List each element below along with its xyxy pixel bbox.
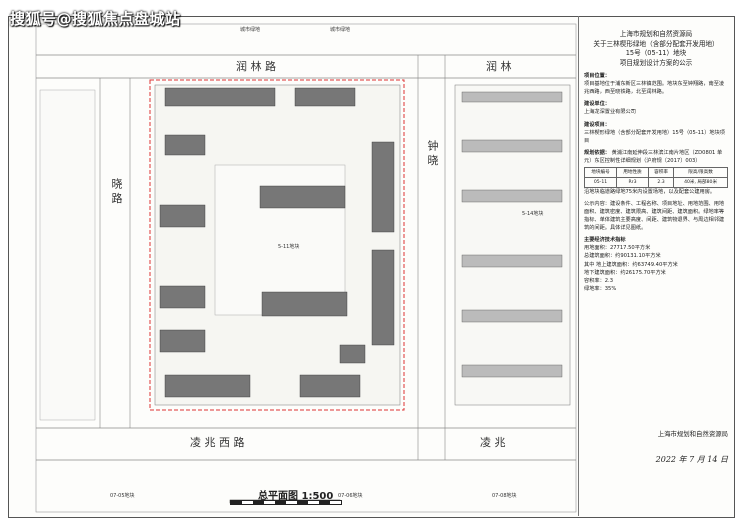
builder-section: 建设单位： 上海龙深置业有限公司 [584,100,728,116]
header-line-3: 15号（05-11）地块 [625,49,687,58]
panel-divider [578,16,579,516]
scale-bar [230,500,342,505]
location-label: 项目位置： [584,73,610,80]
publicity-text: 公示内容：建设条件、工程名称、项目地址、用地范围、用地面积、建筑密度、建筑限高、… [584,201,725,232]
planning-text: 黄浦江南延伸段三林滨江南片地区（ZD0801 单元）东区控制性详细规划（沪府规〔… [584,149,723,164]
table-header: 限高/限高数 [673,166,728,178]
table-cell: 05-11 [584,176,617,189]
project-text: 三林楔形绿地（含部分配套开发用地）15号（05-11）地块项目 [584,129,725,144]
note-text: 沿地块临道路绿地75米内设置场地，以及配套公建用房。 [584,189,716,196]
road-east-label: 钟 晓 [426,140,439,166]
drawing-title: 总平面图 1:500 [258,491,334,502]
footer-org: 上海市规划和自然资源局 [657,430,728,438]
footer-date: 2022 年 7 月 14 日 [655,454,728,464]
indicator-item: 用地面积：27717.50平方米 [584,245,651,252]
site-boundary [149,79,405,411]
indicator-item: 总建筑面积：约90131.10平方米 [584,253,661,260]
project-label: 建设项目： [584,121,610,128]
table-header: 地块编号 [584,166,617,178]
buildings [159,87,395,398]
indicator-item: 其中 地上建筑面积：约63749.40平方米 [584,261,678,268]
indicators-section: 主要经济技术指标 用地面积：27717.50平方米 总建筑面积：约90131.1… [584,236,728,292]
plot-south-2-label: 07-06地块 [338,493,363,499]
indicators-label: 主要经济技术指标 [584,237,626,244]
header-line-2: 关于三林楔形绿地（含部分配套开发用地） [593,39,719,48]
table-cell: 2.3 [647,176,675,189]
plot-table: 地块编号 用地性质 容积率 限高/限高数 05-11 Rr3 2.3 40米, … [584,166,728,189]
planning-label: 规划依据： [584,149,610,156]
panel-footer: 上海市规划和自然资源局 2022 年 7 月 14 日 [584,430,728,466]
header-line-1: 上海市规划和自然资源局 [619,30,693,38]
table-cell: Rr3 [616,176,649,189]
builder-text: 上海龙深置业有限公司 [584,109,636,116]
location-text: 项目基地位于浦东新区三林镇范围。地块东至钟翔路，南至凌兆西路，西至晓铁路，北至润… [584,81,725,96]
indicator-item: 绿地率：35% [584,285,617,292]
plot-east-label: 5-14地块 [522,211,544,217]
road-west-label: 晓 路 [110,178,123,204]
table-header: 容积率 [647,166,675,178]
road-south-label: 凌 兆 西 路 [190,436,245,449]
location-section: 项目位置： 项目基地位于浦东新区三林镇范围。地块东至钟翔路，南至凌兆西路，西至晓… [584,72,728,96]
plot-south-1-label: 07-05地块 [110,493,135,499]
notice-panel: 上海市规划和自然资源局 关于三林楔形绿地（含部分配套开发用地） 15号（05-1… [584,30,728,464]
planning-section: 规划依据： 黄浦江南延伸段三林滨江南片地区（ZD0801 单元）东区控制性详细规… [584,149,728,196]
header-line-4: 项目规划设计方案的公示 [619,58,693,67]
table-cell: 40米, 局部80米 [673,176,728,189]
table-header: 用地性质 [616,166,649,178]
watermark: 搜狐号@搜狐焦点盘城站 [10,10,181,28]
plot-south-3-label: 07-08地块 [492,493,517,499]
road-south-right-label: 凌 兆 [480,436,506,449]
top-label-1: 城市绿地 [240,27,261,33]
panel-header: 上海市规划和自然资源局 关于三林楔形绿地（含部分配套开发用地） 15号（05-1… [584,30,728,68]
road-north-label: 润 林 路 [236,60,276,73]
top-label-2: 城市绿地 [330,27,351,33]
road-north-right-label: 润 林 [486,60,512,73]
project-section: 建设项目： 三林楔形绿地（含部分配套开发用地）15号（05-11）地块项目 [584,121,728,145]
indicator-item: 容积率：2.3 [584,277,613,284]
builder-label: 建设单位： [584,101,610,108]
plot-main-label: 5-11地块 [278,244,300,250]
indicator-item: 地下建筑面积：约26175.70平方米 [584,269,666,276]
